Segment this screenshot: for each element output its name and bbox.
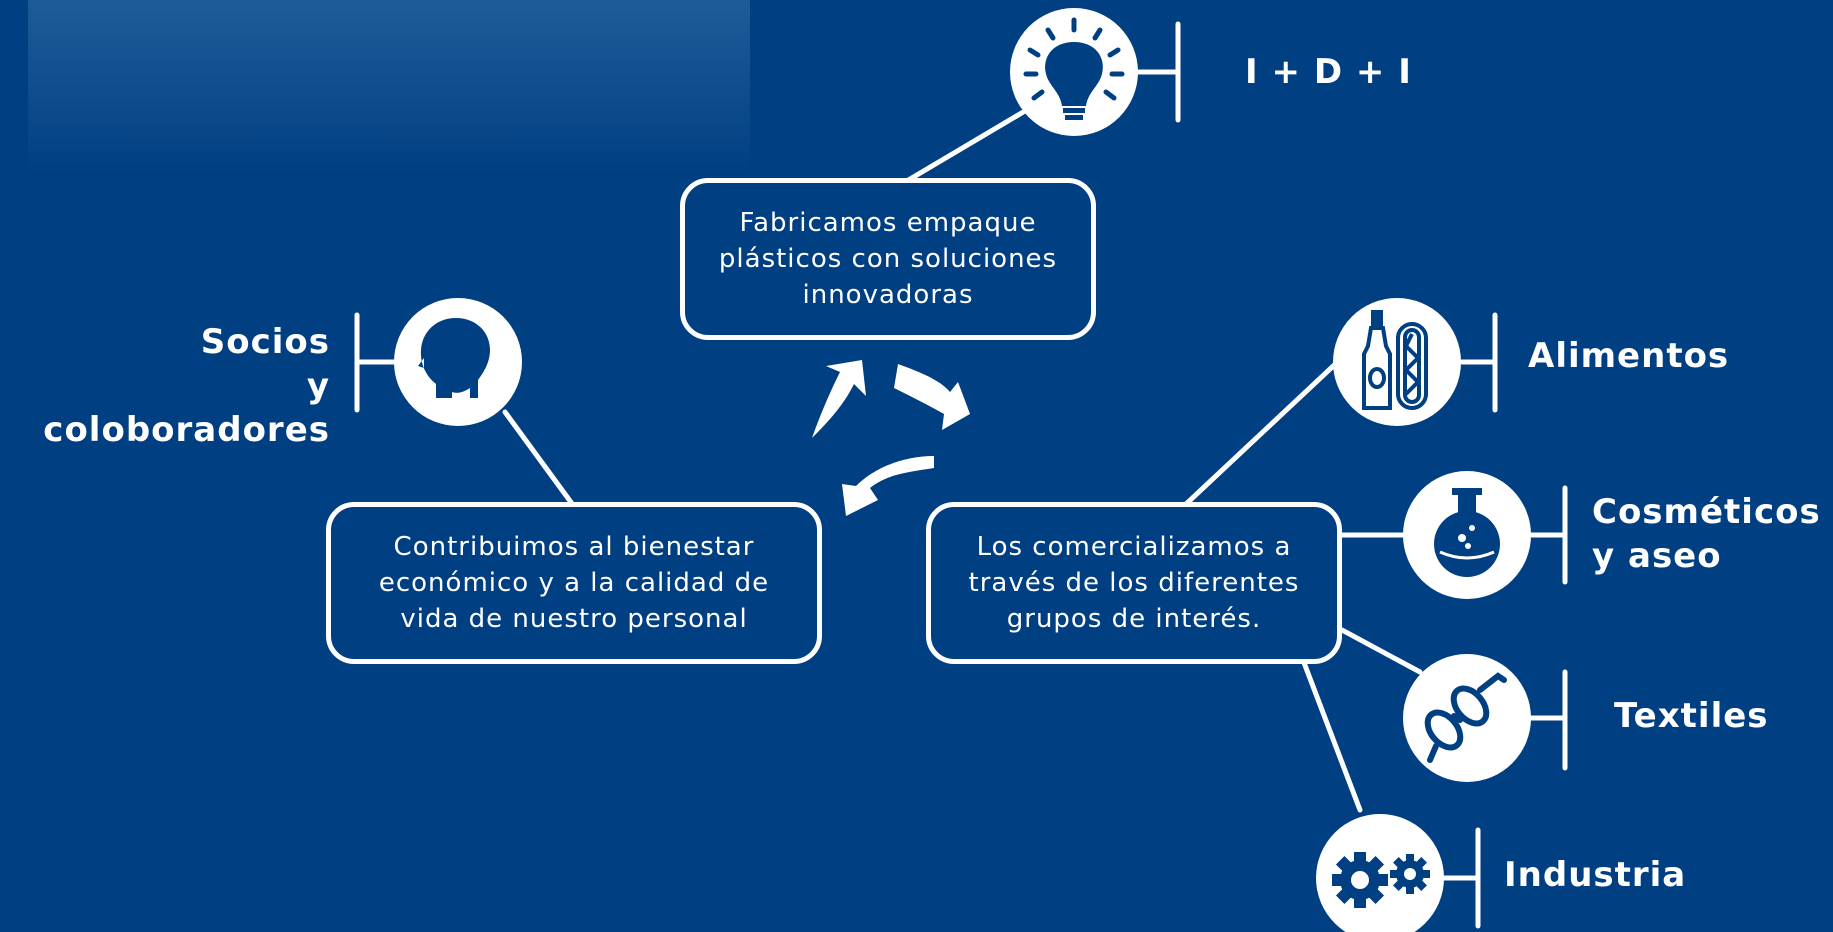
connector-alimentos	[1182, 352, 1348, 508]
lightbulb-icon	[1023, 17, 1125, 120]
fabricamos-text: Fabricamos empaque plásticos con solucio…	[718, 208, 1058, 310]
top-left-panel	[28, 0, 750, 175]
contribuimos-text: Contribuimos al bienestar económico y a …	[378, 532, 770, 634]
fabricamos-box: Fabricamos empaque plásticos con solucio…	[680, 178, 1096, 340]
idi-label: I + D + I	[1245, 52, 1412, 92]
comercializamos-box: Los comercializamos a través de los dife…	[926, 502, 1342, 664]
alimentos-label: Alimentos	[1528, 336, 1730, 376]
recycle-arrows-icon	[812, 360, 970, 516]
flask-icon	[1434, 488, 1500, 577]
connector-idi	[897, 105, 1033, 188]
head-profile-icon	[418, 318, 490, 398]
connector-socios	[502, 409, 576, 508]
bottle-hotdog-icon	[1362, 310, 1428, 410]
cosmeticos-label: Cosméticos y aseo	[1592, 492, 1821, 576]
industria-circle	[1316, 814, 1444, 932]
connector-industria	[1300, 657, 1363, 813]
contribuimos-box: Contribuimos al bienestar económico y a …	[326, 502, 822, 664]
connector-textiles	[1339, 627, 1423, 675]
eyeglasses-icon	[1424, 672, 1507, 763]
textiles-label: Textiles	[1614, 696, 1769, 736]
socios-label: Socios y coloboradores	[43, 322, 330, 450]
comercializamos-text: Los comercializamos a través de los dife…	[968, 532, 1300, 634]
gears-icon	[1332, 852, 1430, 908]
industria-label: Industria	[1504, 855, 1687, 895]
